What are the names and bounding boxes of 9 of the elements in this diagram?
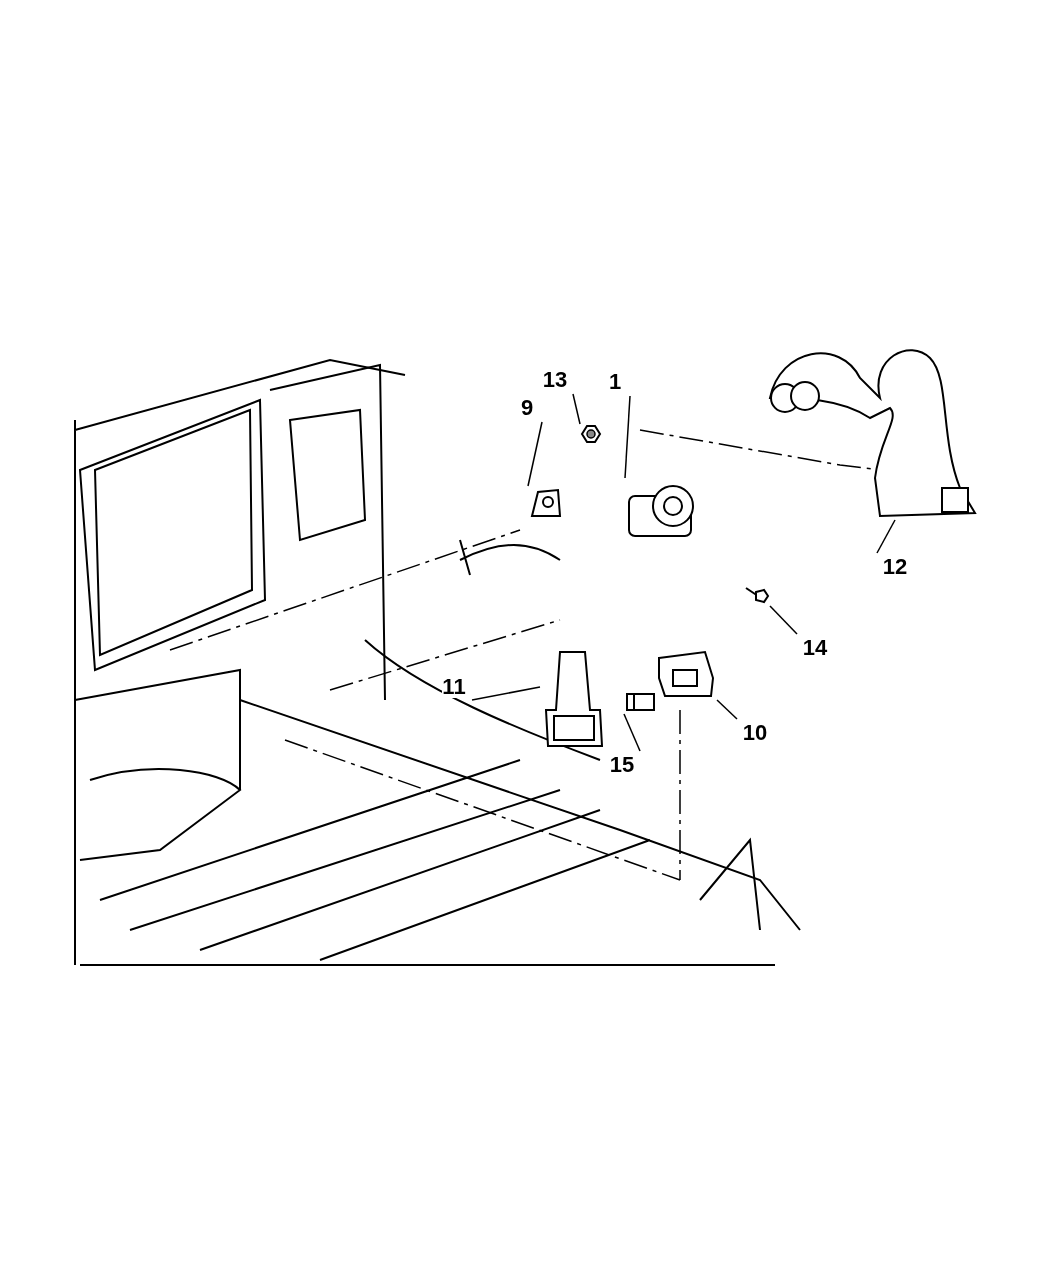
callout-number: 11	[442, 676, 466, 698]
leader-line	[527, 421, 543, 487]
leader-line	[624, 395, 631, 479]
leader-line	[471, 686, 541, 701]
leader-line	[716, 699, 738, 720]
leader-line	[769, 605, 798, 635]
leader-line	[572, 393, 581, 425]
leader-line	[623, 713, 641, 752]
leader-line	[876, 519, 896, 554]
